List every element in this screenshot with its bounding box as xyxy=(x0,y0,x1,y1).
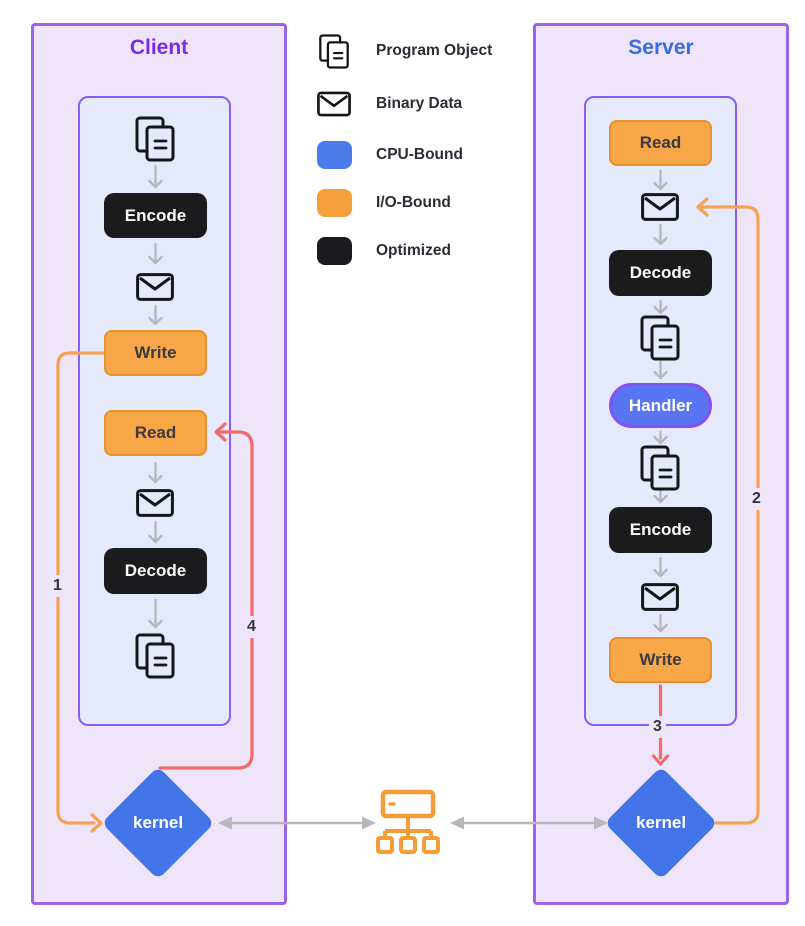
gray-connector-arrows-client xyxy=(148,164,163,629)
client-read-label: Read xyxy=(134,423,177,442)
program-object-icon xyxy=(640,315,680,361)
gray-connector-arrows-server xyxy=(653,169,668,633)
flow-step-4-label: 4 xyxy=(243,616,260,638)
server-decode-label: Decode xyxy=(629,263,692,282)
server-read-node: Read xyxy=(609,120,712,166)
client-encode-node: Encode xyxy=(104,193,207,238)
server-handler-node: Handler xyxy=(609,383,712,428)
binary-data-icon xyxy=(316,91,352,117)
flow-step-2-label: 2 xyxy=(748,488,765,510)
client-encode-label: Encode xyxy=(124,205,187,225)
client-write-label: Write xyxy=(134,343,177,362)
server-encode-node: Encode xyxy=(609,507,712,553)
client-kernel-label: kernel xyxy=(132,813,184,832)
legend-item-optimized: Optimized xyxy=(316,233,451,269)
server-write-node: Write xyxy=(609,637,712,683)
legend-item-binary-data: Binary Data xyxy=(316,86,462,122)
program-object-icon xyxy=(316,33,352,69)
binary-data-icon xyxy=(136,489,174,517)
legend-label: CPU-Bound xyxy=(376,146,463,163)
optimized-swatch xyxy=(316,237,352,265)
server-decode-node: Decode xyxy=(609,250,712,296)
kernel-network-arrow-right xyxy=(450,816,608,830)
legend-item-cpu-bound: CPU-Bound xyxy=(316,137,463,173)
io-bound-swatch xyxy=(316,189,352,217)
server-read-label: Read xyxy=(639,133,682,152)
legend-item-io-bound: I/O-Bound xyxy=(316,185,451,221)
legend-label: Program Object xyxy=(376,42,493,59)
client-decode-label: Decode xyxy=(124,561,187,580)
server-handler-label: Handler xyxy=(628,395,693,415)
legend-label: Binary Data xyxy=(376,95,463,112)
network-icon xyxy=(376,789,440,854)
legend-item-program-object: Program Object xyxy=(316,33,492,69)
legend-label: Optimized xyxy=(376,242,451,259)
program-object-icon xyxy=(135,633,175,679)
client-write-node: Write xyxy=(104,330,207,376)
kernel-network-arrow-left xyxy=(218,816,376,830)
binary-data-icon xyxy=(136,273,174,301)
client-decode-node: Decode xyxy=(104,548,207,594)
flow-step-1-label: 1 xyxy=(49,575,66,597)
flow-line-2-kernel-to-binary xyxy=(696,197,760,825)
client-title: Client xyxy=(129,36,189,59)
binary-data-icon xyxy=(641,193,679,221)
server-title: Server xyxy=(628,36,694,59)
program-object-icon xyxy=(135,116,175,162)
server-write-label: Write xyxy=(639,650,682,669)
flow-line-4-kernel-to-read xyxy=(158,422,254,770)
binary-data-icon xyxy=(641,583,679,611)
client-read-node: Read xyxy=(104,410,207,456)
server-encode-label: Encode xyxy=(629,520,692,539)
server-kernel-label: kernel xyxy=(635,813,687,832)
program-object-icon xyxy=(640,445,680,491)
legend-label: I/O-Bound xyxy=(376,194,451,211)
cpu-bound-swatch xyxy=(316,141,352,169)
flow-step-3-label: 3 xyxy=(649,716,666,738)
